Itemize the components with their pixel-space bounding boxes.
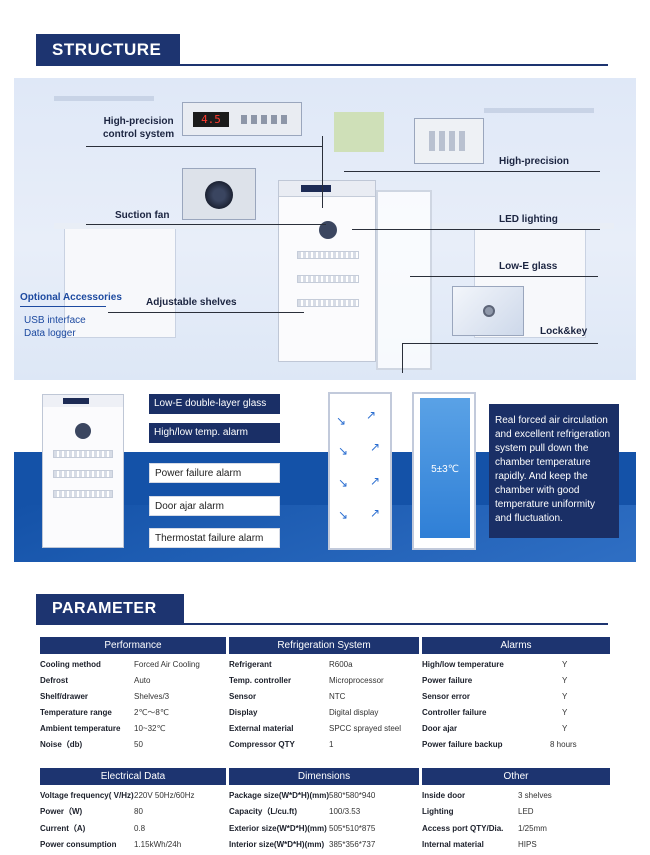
feature-fridge bbox=[42, 394, 124, 548]
airflow-description: Real forced air circulation and excellen… bbox=[489, 404, 619, 538]
airflow-arrow-icon: ↘ bbox=[338, 476, 349, 490]
table-head-other: Other bbox=[422, 768, 610, 785]
airflow-arrow-icon: ↗ bbox=[370, 440, 381, 454]
fan-icon bbox=[205, 181, 233, 209]
control-buttons bbox=[241, 115, 291, 124]
temperature-diagram: 5±3℃ bbox=[412, 392, 476, 550]
leader-fan bbox=[86, 224, 326, 225]
feature-power-alarm: Power failure alarm bbox=[149, 463, 280, 483]
books bbox=[334, 112, 384, 152]
leader-lock bbox=[402, 343, 598, 344]
feature-fridge-display-icon bbox=[63, 398, 89, 404]
label-high-precision: High-precision bbox=[499, 156, 570, 167]
suction-fan-inset bbox=[182, 168, 256, 220]
label-usb-interface: USB interface bbox=[24, 315, 86, 326]
label-data-logger: Data logger bbox=[24, 328, 76, 339]
feature-fridge-shelf bbox=[53, 450, 113, 458]
label-optional-accessories: Optional Accessories bbox=[20, 292, 122, 303]
fridge-body bbox=[278, 180, 376, 362]
fridge-display-icon bbox=[301, 185, 331, 192]
leader-control-drop bbox=[322, 136, 323, 208]
lab-wall-shelf bbox=[54, 96, 154, 101]
leader-shelves bbox=[108, 312, 304, 313]
feature-temp-alarm: High/low temp. alarm bbox=[149, 423, 280, 443]
airflow-arrow-icon: ↗ bbox=[370, 474, 381, 488]
label-adjustable-shelves: Adjustable shelves bbox=[146, 297, 237, 308]
fridge-fan-icon bbox=[319, 221, 337, 239]
optional-rule bbox=[20, 306, 106, 307]
fridge-door-open bbox=[376, 190, 432, 370]
feature-fridge-shelf bbox=[53, 470, 113, 478]
table-head-dimensions: Dimensions bbox=[229, 768, 419, 785]
label-suction-fan: Suction fan bbox=[115, 210, 170, 221]
fridge-shelf bbox=[297, 299, 359, 307]
airflow-arrow-icon: ↘ bbox=[338, 508, 349, 522]
feature-lowe-glass: Low-E double-layer glass bbox=[149, 394, 280, 414]
fridge-top-panel bbox=[279, 181, 375, 197]
temperature-range-label: 5±3℃ bbox=[431, 464, 459, 475]
label-led-lighting: LED lighting bbox=[499, 214, 558, 225]
airflow-arrow-icon: ↗ bbox=[370, 506, 381, 520]
airflow-diagram: ↘ ↗ ↘ ↗ ↘ ↗ ↘ ↗ bbox=[328, 392, 392, 550]
table-head-alarms: Alarms bbox=[422, 637, 610, 654]
temperature-display: 4.5 bbox=[193, 112, 229, 127]
leader-control bbox=[86, 146, 322, 147]
control-panel-inset: 4.5 bbox=[182, 102, 302, 136]
airflow-arrow-icon: ↗ bbox=[366, 408, 377, 422]
fridge-shelf bbox=[297, 275, 359, 283]
airflow-arrow-icon: ↘ bbox=[336, 414, 347, 428]
glass-inset bbox=[452, 286, 524, 336]
parameter-heading: PARAMETER bbox=[36, 594, 184, 624]
label-control-system: High-precision control system bbox=[103, 116, 175, 140]
feature-fridge-fan-icon bbox=[75, 423, 91, 439]
cold-chamber bbox=[420, 398, 470, 538]
table-head-electrical: Electrical Data bbox=[40, 768, 226, 785]
fridge-shelf bbox=[297, 251, 359, 259]
sensor-inset bbox=[414, 118, 484, 164]
feature-fridge-shelf bbox=[53, 490, 113, 498]
feature-door-alarm: Door ajar alarm bbox=[149, 496, 280, 516]
lab-counter-left bbox=[64, 228, 176, 338]
structure-heading-rule bbox=[36, 64, 608, 66]
feature-fridge-top bbox=[43, 395, 123, 407]
label-lock-key: Lock&key bbox=[540, 326, 588, 337]
table-head-refrigeration: Refrigeration System bbox=[229, 637, 419, 654]
lock-icon bbox=[483, 305, 495, 317]
label-lowe-glass: Low-E glass bbox=[499, 261, 558, 272]
leader-lock-drop bbox=[402, 343, 403, 373]
leader-led bbox=[352, 229, 600, 230]
feature-thermostat-alarm: Thermostat failure alarm bbox=[149, 528, 280, 548]
airflow-arrow-icon: ↘ bbox=[338, 444, 349, 458]
sensor-vents-icon bbox=[429, 131, 469, 151]
parameter-heading-rule bbox=[36, 623, 608, 625]
table-head-performance: Performance bbox=[40, 637, 226, 654]
leader-lowe bbox=[410, 276, 598, 277]
structure-heading: STRUCTURE bbox=[36, 34, 180, 66]
leader-high-precision bbox=[344, 171, 600, 172]
lab-wall-shelf bbox=[484, 108, 594, 113]
